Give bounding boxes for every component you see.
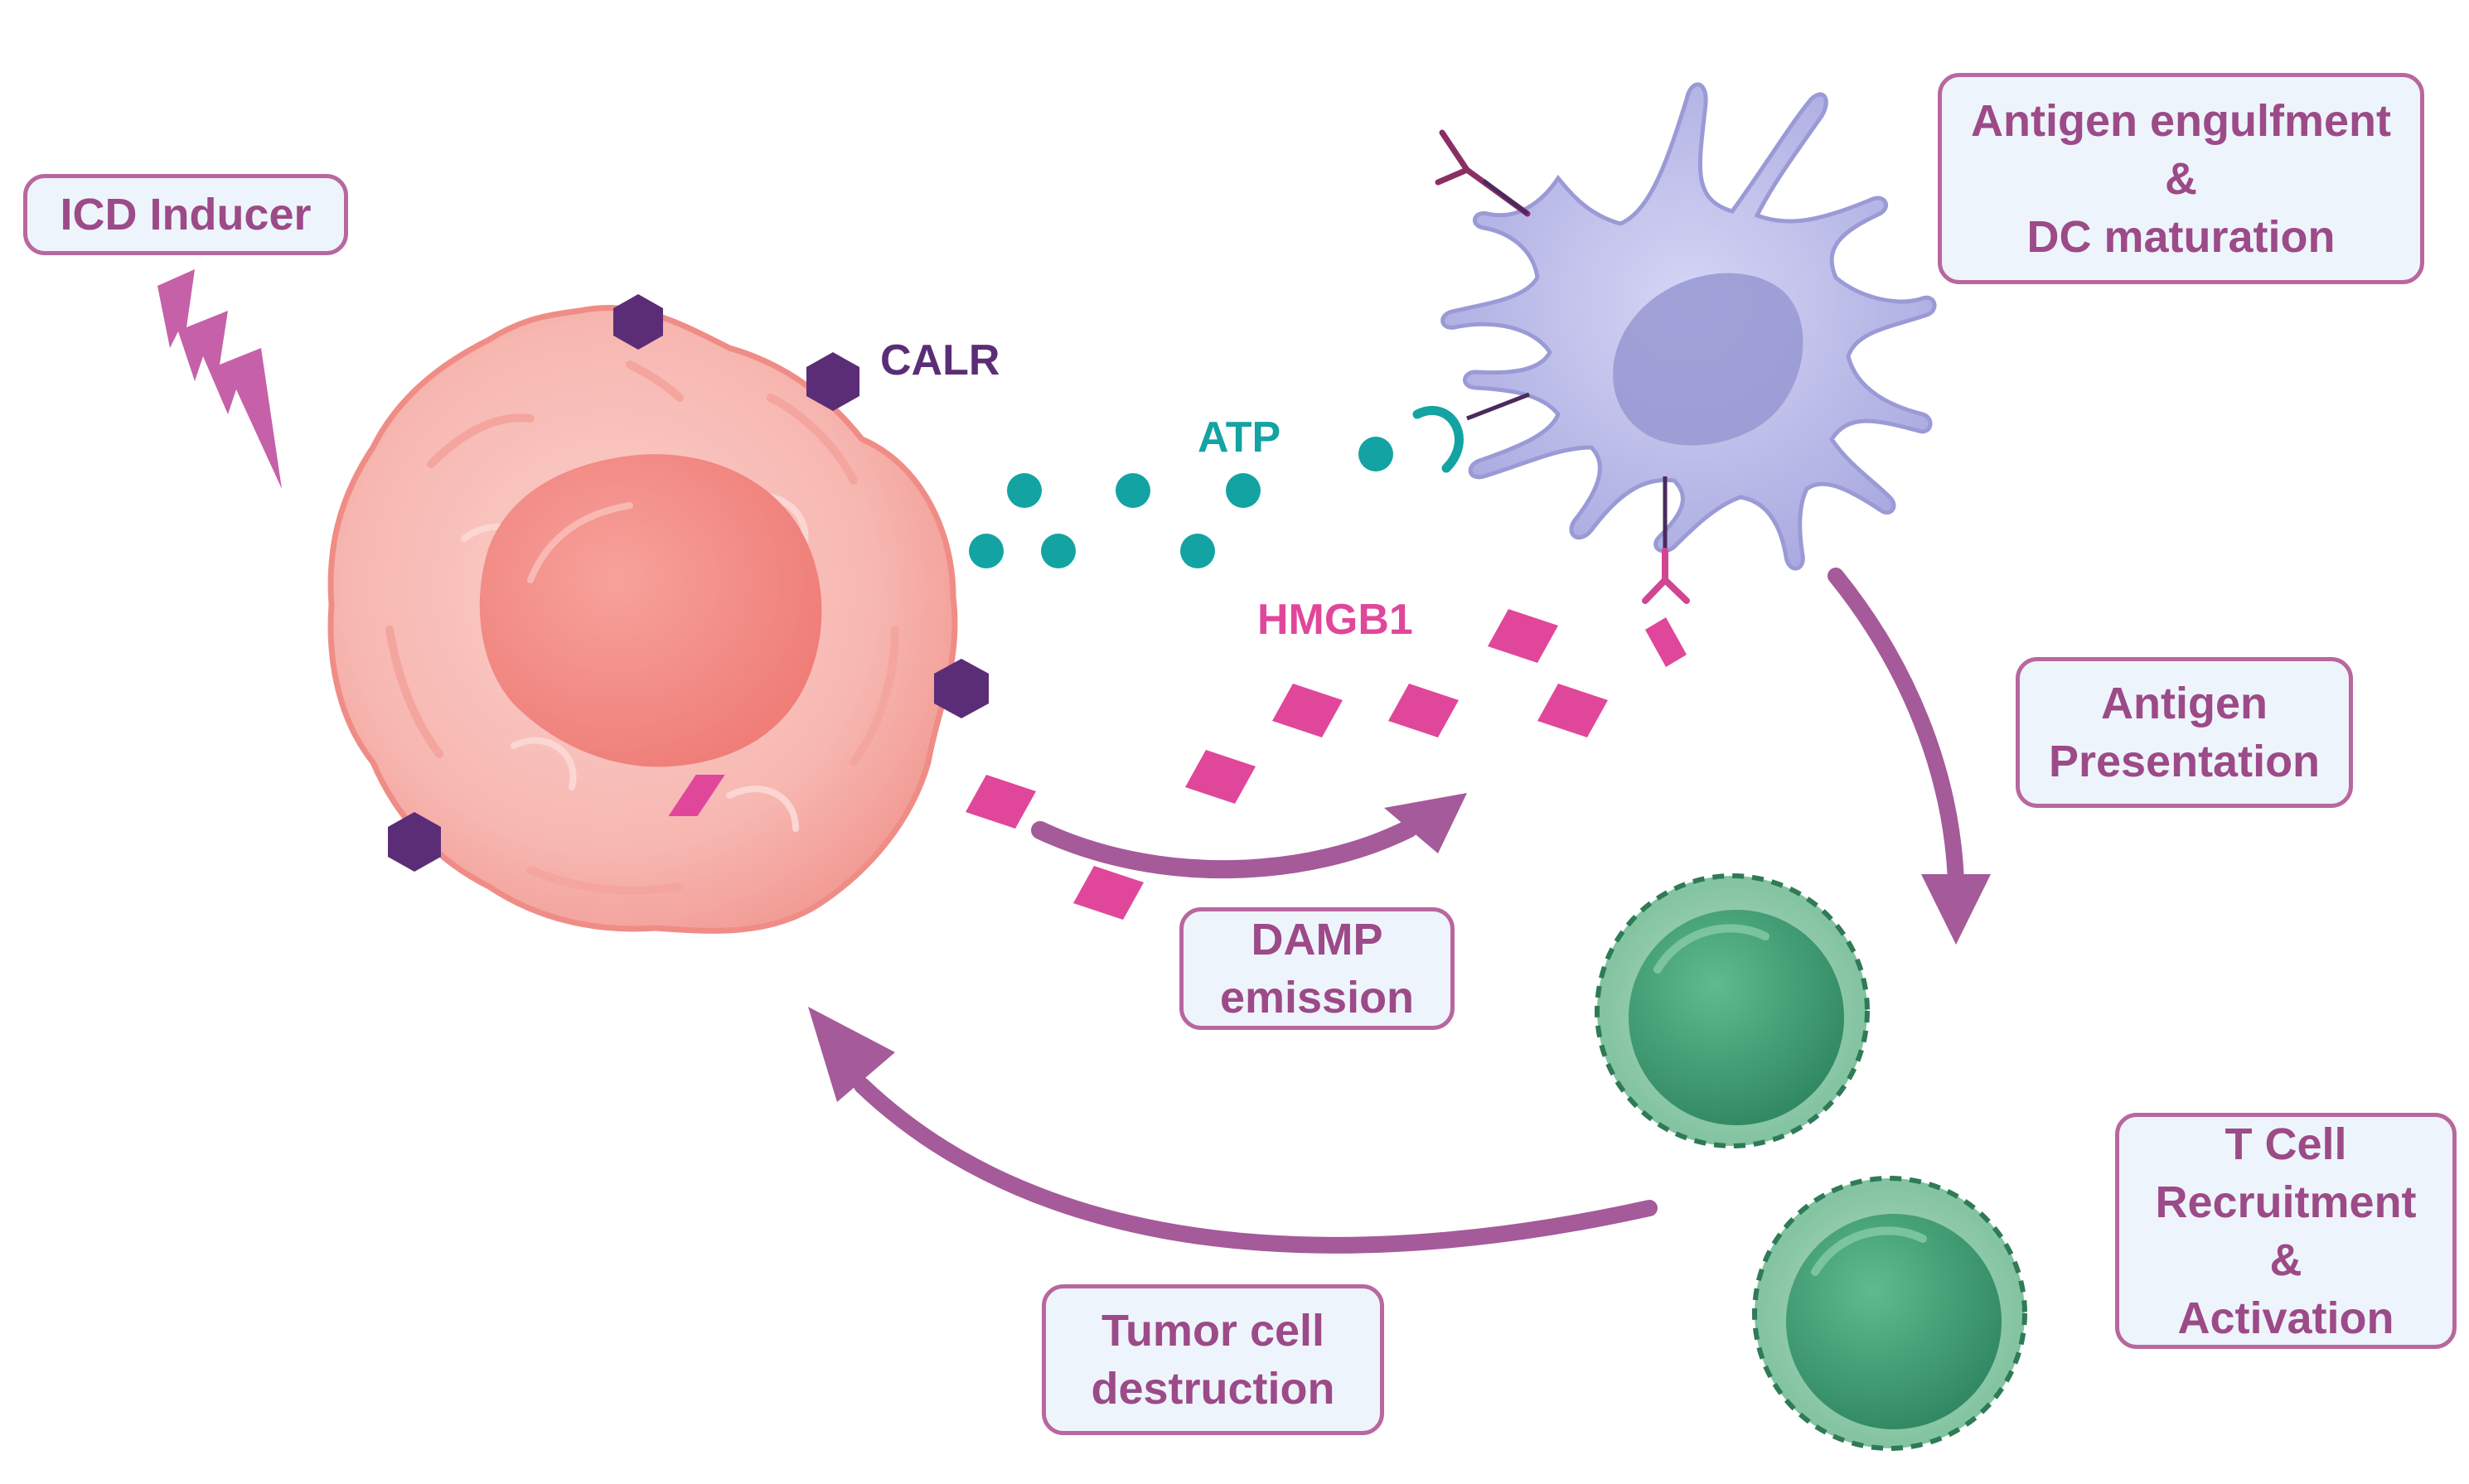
calr-hexagon bbox=[613, 294, 663, 350]
atp-dot bbox=[1116, 473, 1150, 508]
antigen-presentation-box: Antigen Presentation bbox=[2016, 657, 2353, 808]
atp-receptor-icon bbox=[1412, 405, 1464, 473]
t-cell-line-2: Recruitment bbox=[2155, 1177, 2417, 1227]
dendritic-cell-nucleus bbox=[1613, 273, 1803, 446]
t-cell-line-1: T Cell bbox=[2225, 1119, 2347, 1169]
hmgb1-diamond bbox=[1073, 866, 1144, 920]
atp-dot bbox=[969, 534, 1004, 568]
atp-dot bbox=[1358, 437, 1393, 471]
hmgb1-diamond bbox=[1645, 617, 1687, 667]
hmgb1-diamond bbox=[668, 775, 725, 816]
damp-emission-arrow bbox=[1031, 793, 1467, 879]
hmgb1-diamond bbox=[966, 775, 1036, 829]
antigen-engulfment-line-3: DC maturation bbox=[2026, 211, 2336, 262]
atp-dot bbox=[1180, 534, 1215, 568]
antigen-engulfment-line-1: Antigen engulfment bbox=[1971, 95, 2391, 146]
hmgb1-molecules bbox=[668, 609, 1687, 920]
t-cell-line-4: Activation bbox=[2177, 1293, 2394, 1343]
calr-hexagon bbox=[934, 659, 989, 718]
tumor-destruction-arrow bbox=[808, 1007, 1658, 1254]
tumor-destruction-line-2: destruction bbox=[1091, 1364, 1335, 1414]
tumor-destruction-line-1: Tumor cell bbox=[1101, 1306, 1325, 1356]
atp-dot bbox=[1226, 473, 1261, 508]
hmgb1-receptor-icon bbox=[1642, 548, 1690, 604]
dc-receptor-line bbox=[1466, 179, 1668, 551]
antigen-presentation-arrow bbox=[1828, 568, 1991, 945]
atp-molecules bbox=[969, 437, 1393, 568]
antigen-engulfment-box: Antigen engulfment & DC maturation bbox=[1938, 73, 2424, 284]
atp-label: ATP bbox=[1198, 413, 1280, 462]
damp-emission-line-1: DAMP bbox=[1251, 915, 1383, 964]
antigen-presentation-line-1: Antigen bbox=[2101, 679, 2268, 728]
calr-markers bbox=[388, 294, 989, 872]
t-cell-1 bbox=[1595, 873, 1870, 1148]
hmgb1-diamond bbox=[1185, 750, 1256, 804]
atp-dot bbox=[1007, 473, 1042, 508]
antigen-engulfment-line-2: & bbox=[2165, 153, 2197, 204]
t-cell-recruitment-box: T Cell Recruitment & Activation bbox=[2115, 1113, 2457, 1349]
damp-emission-box: DAMP emission bbox=[1179, 907, 1455, 1030]
tumor-cell bbox=[327, 305, 958, 934]
hmgb1-diamond bbox=[1488, 609, 1558, 663]
t-cell-2 bbox=[1752, 1176, 2027, 1451]
icd-inducer-box: ICD Inducer bbox=[23, 174, 348, 255]
atp-dot bbox=[1041, 534, 1076, 568]
tumor-destruction-box: Tumor cell destruction bbox=[1042, 1284, 1384, 1435]
dendritic-cell bbox=[1412, 82, 1937, 604]
hmgb1-diamond bbox=[1272, 684, 1343, 737]
damp-emission-line-2: emission bbox=[1219, 973, 1415, 1022]
calr-hexagon bbox=[388, 812, 441, 872]
hmgb1-diamond bbox=[1537, 684, 1608, 737]
lightning-bolt-icon bbox=[157, 269, 282, 489]
calr-hexagon bbox=[806, 352, 859, 411]
antigen-presentation-line-2: Presentation bbox=[2048, 737, 2321, 786]
calr-label: CALR bbox=[880, 336, 1000, 384]
icd-inducer-label: ICD Inducer bbox=[60, 190, 312, 239]
t-cell-line-3: & bbox=[2269, 1235, 2302, 1285]
hmgb1-label: HMGB1 bbox=[1257, 596, 1413, 644]
hmgb1-diamond bbox=[1388, 684, 1459, 737]
